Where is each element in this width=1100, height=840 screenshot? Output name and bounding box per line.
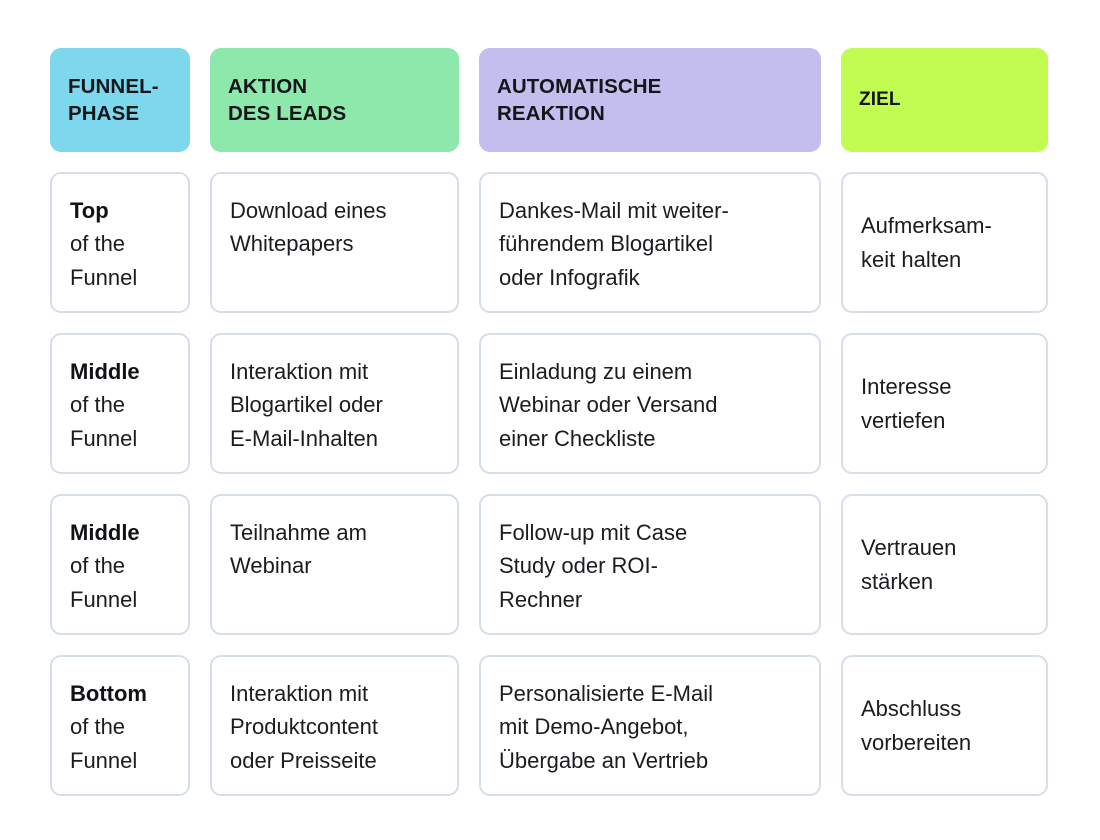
automatic-reaction-text: Dankes-Mail mit weiter- führendem Blogar… <box>499 198 729 290</box>
goal-text: Aufmerksam- keit halten <box>861 213 992 272</box>
table-row: Vertrauen stärken <box>841 494 1048 635</box>
table-row: Personalisierte E-Mail mit Demo-Angebot,… <box>479 655 821 796</box>
column-header-aktion-des-leads: AKTION DES LEADS <box>210 48 459 152</box>
table-row: Follow-up mit Case Study oder ROI- Rechn… <box>479 494 821 635</box>
table-row: Download eines Whitepapers <box>210 172 459 313</box>
table-row: Bottom of the Funnel <box>50 655 190 796</box>
column-header-label: AUTOMATISCHE REAKTION <box>497 74 662 125</box>
goal-text: Interesse vertiefen <box>861 374 952 433</box>
goal-text: Vertrauen stärken <box>861 535 957 594</box>
table-row: Interaktion mit Produktcontent oder Prei… <box>210 655 459 796</box>
lead-action-text: Teilnahme am Webinar <box>230 520 367 579</box>
lead-action-text: Interaktion mit Blogartikel oder E-Mail-… <box>230 359 383 451</box>
table-row: Middle of the Funnel <box>50 494 190 635</box>
funnel-phase-suffix: of the Funnel <box>70 714 138 773</box>
column-header-label: ZIEL <box>859 89 901 111</box>
funnel-phase-name: Middle <box>70 520 140 545</box>
table-row: Aufmerksam- keit halten <box>841 172 1048 313</box>
column-header-automatische-reaktion: AUTOMATISCHE REAKTION <box>479 48 821 152</box>
funnel-phase-suffix: of the Funnel <box>70 553 138 612</box>
funnel-phase-name: Bottom <box>70 681 147 706</box>
funnel-phase-name: Top <box>70 198 109 223</box>
automatic-reaction-text: Follow-up mit Case Study oder ROI- Rechn… <box>499 520 688 612</box>
column-header-funnel-phase: FUNNEL- PHASE <box>50 48 190 152</box>
table-row: Abschluss vorbereiten <box>841 655 1048 796</box>
funnel-phase-suffix: of the Funnel <box>70 392 138 451</box>
automatic-reaction-text: Einladung zu einem Webinar oder Versand … <box>499 359 718 451</box>
column-header-ziel: ZIEL <box>841 48 1048 152</box>
table-row: Teilnahme am Webinar <box>210 494 459 635</box>
funnel-phase-suffix: of the Funnel <box>70 231 138 290</box>
automatic-reaction-text: Personalisierte E-Mail mit Demo-Angebot,… <box>499 681 713 773</box>
table-row: Top of the Funnel <box>50 172 190 313</box>
table-row: Einladung zu einem Webinar oder Versand … <box>479 333 821 474</box>
goal-text: Abschluss vorbereiten <box>861 696 972 755</box>
table-row: Middle of the Funnel <box>50 333 190 474</box>
lead-action-text: Interaktion mit Produktcontent oder Prei… <box>230 681 378 773</box>
table-grid: FUNNEL- PHASE AKTION DES LEADS AUTOMATIS… <box>50 48 1050 796</box>
column-header-label: AKTION DES LEADS <box>228 74 347 125</box>
table-row: Interesse vertiefen <box>841 333 1048 474</box>
table-row: Interaktion mit Blogartikel oder E-Mail-… <box>210 333 459 474</box>
lead-action-text: Download eines Whitepapers <box>230 198 387 257</box>
table-row: Dankes-Mail mit weiter- führendem Blogar… <box>479 172 821 313</box>
funnel-phase-name: Middle <box>70 359 140 384</box>
column-header-label: FUNNEL- PHASE <box>68 74 159 125</box>
